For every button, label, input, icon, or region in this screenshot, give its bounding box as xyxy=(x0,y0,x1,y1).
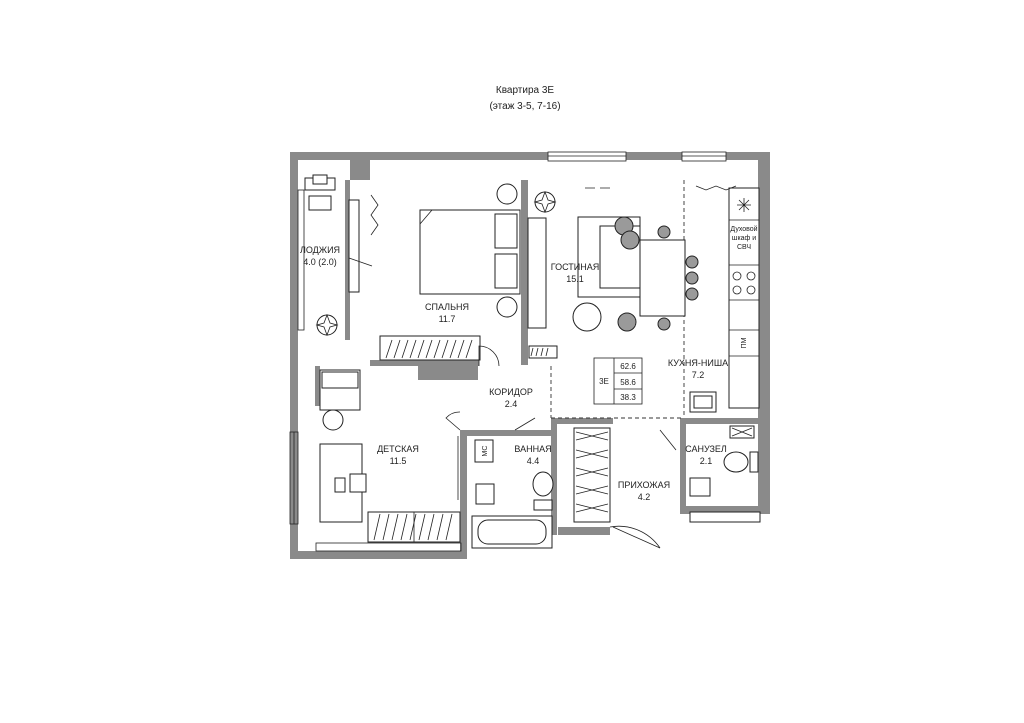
equipment-labels: Духовой шкаф и СВЧ ПМ МС xyxy=(482,225,758,456)
plan-title: Квартира 3Е xyxy=(495,85,555,96)
plant-icon xyxy=(533,190,557,214)
washer-label: МС xyxy=(482,446,489,457)
oven-label-2: шкаф и xyxy=(732,235,756,242)
kids-label: ДЕТСКАЯ xyxy=(377,444,419,454)
bedroom-area: 11.7 xyxy=(439,314,456,324)
bath-furniture xyxy=(471,439,554,549)
loggia-label: ЛОДЖИЯ xyxy=(300,245,340,255)
summary-code: 3Е xyxy=(599,377,609,386)
kitchen-label: КУХНЯ-НИША xyxy=(668,358,728,368)
summary-living: 38.3 xyxy=(620,393,636,402)
living-area: 15.1 xyxy=(566,274,584,284)
oven-label-3: СВЧ xyxy=(737,244,751,251)
kitchen-area: 7.2 xyxy=(692,370,705,380)
summary-total: 62.6 xyxy=(620,362,636,371)
bedroom-furniture xyxy=(370,183,521,361)
corridor-doors xyxy=(445,345,536,431)
oven-label-1: Духовой xyxy=(730,225,757,233)
hall-furniture xyxy=(573,427,677,549)
corridor-area: 2.4 xyxy=(505,399,518,409)
bath-area: 4.4 xyxy=(527,456,540,466)
room-labels: ЛОДЖИЯ 4.0 (2.0) СПАЛЬНЯ 11.7 ГОСТИНАЯ 1… xyxy=(300,245,728,502)
loggia-area: 4.0 (2.0) xyxy=(303,257,337,267)
kids-area: 11.5 xyxy=(390,456,407,466)
bedroom-label: СПАЛЬНЯ xyxy=(425,302,469,312)
hall-area: 4.2 xyxy=(638,492,651,502)
summary-labels: 3Е 62.6 58.6 38.3 xyxy=(599,362,636,402)
living-label: ГОСТИНАЯ xyxy=(551,262,600,272)
plant-icon xyxy=(315,313,339,337)
loggia-furniture xyxy=(304,174,373,337)
living-furniture xyxy=(527,187,699,359)
wc-area: 2.1 xyxy=(700,456,713,466)
hall-label: ПРИХОЖАЯ xyxy=(618,480,670,490)
summary-heated: 58.6 xyxy=(620,378,636,387)
walls xyxy=(290,152,770,559)
dishwasher-label: ПМ xyxy=(741,337,748,348)
plan-subtitle: (этаж 3-5, 7-16) xyxy=(489,101,561,112)
area-summary xyxy=(593,357,643,405)
corridor-label: КОРИДОР xyxy=(489,387,533,397)
wc-furniture xyxy=(689,425,761,523)
windows xyxy=(289,151,727,552)
bath-label: ВАННАЯ xyxy=(514,444,551,454)
wc-label: САНУЗЕЛ xyxy=(685,444,727,454)
kitchen-furniture xyxy=(689,185,760,413)
kids-furniture xyxy=(319,369,461,543)
